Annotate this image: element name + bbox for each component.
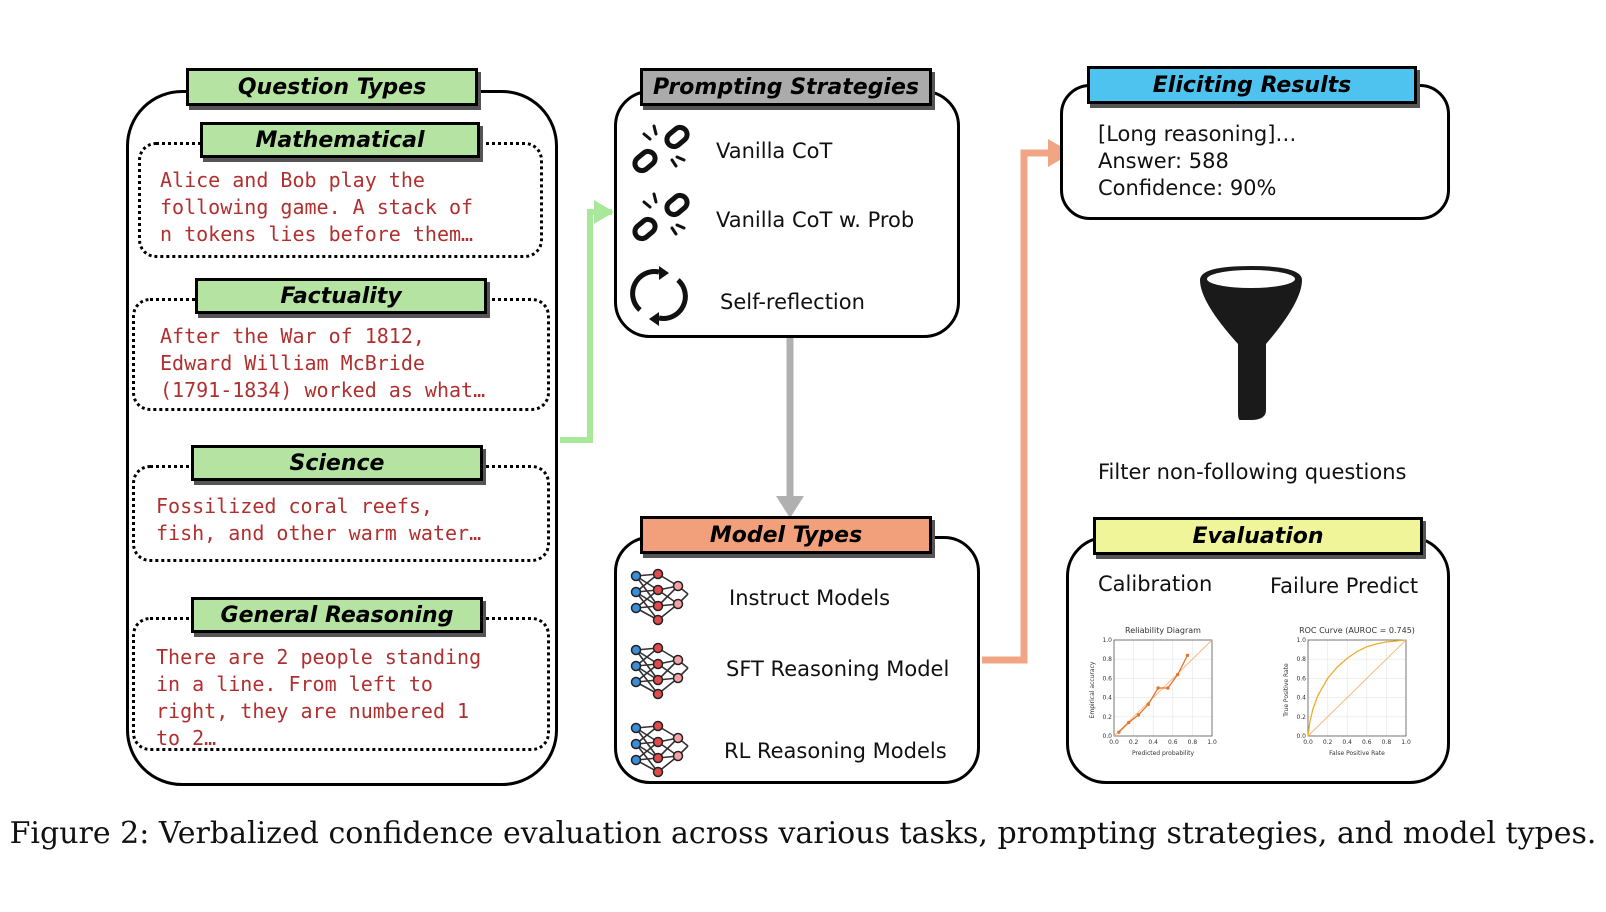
calibration-label: Calibration xyxy=(1098,572,1213,596)
evaluation-title: Evaluation xyxy=(1093,517,1423,555)
neural-network-icon xyxy=(630,642,689,700)
model-label-sft: SFT Reasoning Model xyxy=(726,657,950,681)
roc-series-line xyxy=(1307,639,1407,737)
funnel-icon xyxy=(1200,266,1302,420)
roc-axes-frame xyxy=(1307,639,1407,737)
question-types-panel xyxy=(126,90,558,786)
roc-tick-x: 0.6 xyxy=(1362,739,1372,746)
roc-curve-chart: ROC Curve (AUROC = 0.745) False Positive… xyxy=(1283,626,1415,757)
arrow-green xyxy=(560,209,612,443)
reliability-tick-y: 0.4 xyxy=(1102,695,1112,702)
model-label-rl: RL Reasoning Models xyxy=(724,739,947,763)
roc-title: ROC Curve (AUROC = 0.745) xyxy=(1299,626,1415,635)
reliability-tick-y: 0.2 xyxy=(1102,714,1112,721)
reliability-series-line xyxy=(1118,655,1189,733)
eliciting-results-title: Eliciting Results xyxy=(1087,66,1417,104)
broken-chain-icon xyxy=(632,192,690,242)
reliability-point xyxy=(1166,686,1170,690)
reliability-tick-y: 1.0 xyxy=(1102,637,1112,644)
prompt-label-self-reflection: Self-reflection xyxy=(720,290,865,314)
roc-tick-x: 0.4 xyxy=(1342,739,1352,746)
roc-ylabel: True Positive Rate xyxy=(1283,663,1290,718)
reliability-point xyxy=(1127,720,1131,725)
reliability-point xyxy=(1185,653,1190,658)
roc-tick-x: 0.8 xyxy=(1382,739,1392,746)
reliability-title: Reliability Diagram xyxy=(1125,626,1201,635)
arrow-orange xyxy=(982,149,1056,664)
figure-caption: Figure 2: Verbalized confidence evaluati… xyxy=(9,816,1597,851)
factuality-text: After the War of 1812, Edward William Mc… xyxy=(160,324,486,402)
science-text: Fossilized coral reefs, fish, and other … xyxy=(156,494,482,545)
roc-tick-y: 0.8 xyxy=(1296,656,1306,663)
broken-chain-icon xyxy=(632,124,690,174)
reliability-tick-y: 0.8 xyxy=(1102,656,1112,663)
reliability-tick-x: 0.2 xyxy=(1129,739,1139,746)
model-types-title: Model Types xyxy=(640,516,932,554)
prompt-label-vanilla-cot-prob: Vanilla CoT w. Prob xyxy=(716,208,915,232)
reliability-tick-y: 0.6 xyxy=(1102,675,1112,682)
general-reasoning-tag: General Reasoning xyxy=(191,597,483,633)
roc-xlabel: False Positive Rate xyxy=(1329,750,1385,757)
eliciting-results-panel xyxy=(1060,84,1450,220)
refresh-cycle-icon xyxy=(630,266,688,326)
reliability-axes-frame xyxy=(1113,639,1213,737)
eliciting-results-text: [Long reasoning]… Answer: 588 Confidence… xyxy=(1098,122,1297,200)
mathematical-tag: Mathematical xyxy=(200,122,480,158)
reliability-ylabel: Empirical accuracy xyxy=(1089,661,1096,718)
model-label-instruct: Instruct Models xyxy=(729,586,891,610)
reliability-point xyxy=(1176,672,1180,677)
mathematical-text: Alice and Bob play the following game. A… xyxy=(160,168,474,246)
neural-network-icon xyxy=(630,720,689,778)
arrow-gray-head xyxy=(776,496,804,518)
reliability-tick-y: 0.0 xyxy=(1102,733,1112,740)
reliability-tick-x: 0.6 xyxy=(1168,739,1178,746)
reliability-point xyxy=(1136,713,1141,717)
reliability-xlabel: Predicted probability xyxy=(1132,750,1195,757)
roc-tick-y: 0.6 xyxy=(1296,675,1306,682)
roc-tick-y: 1.0 xyxy=(1296,637,1306,644)
general-reasoning-text: There are 2 people standing in a line. F… xyxy=(156,645,482,750)
factuality-tag: Factuality xyxy=(195,278,487,314)
filter-label: Filter non-following questions xyxy=(1098,460,1407,484)
prompt-label-vanilla-cot: Vanilla CoT xyxy=(716,139,833,163)
reliability-point xyxy=(1156,686,1160,690)
reliability-tick-x: 1.0 xyxy=(1207,739,1217,746)
failure-predict-label: Failure Predict xyxy=(1270,574,1419,598)
roc-tick-y: 0.0 xyxy=(1296,733,1306,740)
roc-tick-x: 1.0 xyxy=(1401,739,1411,746)
reliability-point xyxy=(1117,730,1121,734)
roc-diagonal xyxy=(1307,639,1407,737)
reliability-tick-x: 0.0 xyxy=(1109,739,1119,746)
question-types-title: Question Types xyxy=(186,68,478,106)
arrow-green-head xyxy=(594,200,614,224)
roc-tick-x: 0.2 xyxy=(1323,739,1333,746)
reliability-diagram-chart: Reliability Diagram Predicted probabilit… xyxy=(1089,626,1217,757)
roc-tick-y: 0.2 xyxy=(1296,714,1306,721)
prompting-strategies-title: Prompting Strategies xyxy=(640,68,932,106)
reliability-point xyxy=(1146,702,1150,707)
reliability-tick-x: 0.4 xyxy=(1148,739,1158,746)
roc-tick-x: 0.0 xyxy=(1303,739,1313,746)
roc-tick-y: 0.4 xyxy=(1296,695,1306,702)
neural-network-icon xyxy=(630,568,689,626)
science-tag: Science xyxy=(191,445,483,481)
reliability-tick-x: 0.8 xyxy=(1188,739,1198,746)
